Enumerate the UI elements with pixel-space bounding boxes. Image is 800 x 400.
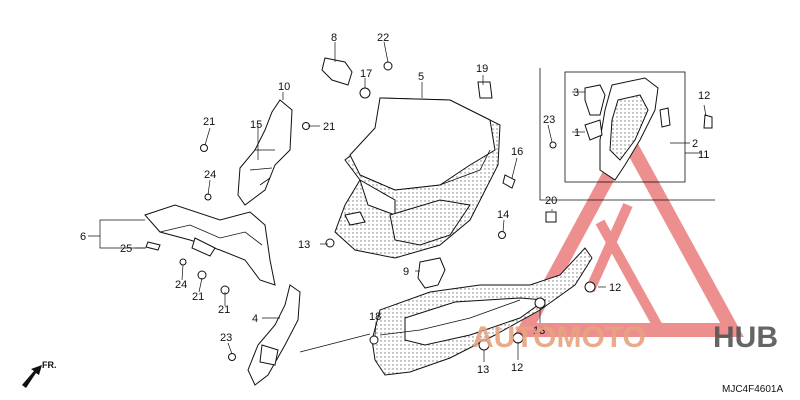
callout-13: 13 xyxy=(533,325,545,337)
callout-15: 15 xyxy=(250,119,262,131)
callout-13: 13 xyxy=(477,364,489,376)
callout-23: 23 xyxy=(220,332,232,344)
callout-22: 22 xyxy=(377,32,389,44)
callout-6: 6 xyxy=(80,231,86,243)
side-panel xyxy=(539,68,715,201)
callout-11: 11 xyxy=(698,149,709,161)
left-bracket xyxy=(237,99,293,206)
callout-12: 12 xyxy=(511,362,523,374)
leader-lines xyxy=(88,41,707,362)
upper-cowl xyxy=(334,97,501,259)
callout-2: 2 xyxy=(692,138,698,150)
watermark-word-1: AUTOMOTO xyxy=(472,321,646,354)
callout-17: 17 xyxy=(360,68,372,80)
callout-25: 25 xyxy=(120,243,132,255)
callout-24: 24 xyxy=(204,169,216,181)
callout-21: 21 xyxy=(192,291,204,303)
callout-23: 23 xyxy=(543,114,555,126)
callout-12: 12 xyxy=(609,282,621,294)
callout-8: 8 xyxy=(331,32,337,44)
callout-9: 9 xyxy=(403,266,409,278)
direction-label: FR. xyxy=(42,360,57,370)
lower-left-cowl xyxy=(144,204,276,286)
watermark-word-2: HUB xyxy=(713,321,778,354)
callout-1: 1 xyxy=(574,127,580,139)
callout-13: 13 xyxy=(298,239,310,251)
callout-21: 21 xyxy=(218,304,230,316)
callout-20: 20 xyxy=(545,195,557,207)
callout-24: 24 xyxy=(175,279,187,291)
callout-21: 21 xyxy=(323,121,335,133)
callout-14: 14 xyxy=(497,209,509,221)
callout-4: 4 xyxy=(252,313,258,325)
callout-18: 18 xyxy=(369,311,381,323)
fasteners xyxy=(145,61,713,361)
callout-19: 19 xyxy=(476,63,488,75)
callout-10: 10 xyxy=(278,81,290,93)
callout-3: 3 xyxy=(573,87,579,99)
callout-16: 16 xyxy=(511,146,523,158)
bracket-8 xyxy=(321,57,353,86)
front-direction-arrow: FR. xyxy=(22,360,57,388)
callout-21: 21 xyxy=(203,116,215,128)
callout-12: 12 xyxy=(698,90,710,102)
callout-labels: 8 22 17 5 19 10 15 21 21 24 6 25 24 21 2… xyxy=(80,32,710,376)
under-cowl xyxy=(371,247,593,376)
watermark-logo xyxy=(513,125,744,337)
bracket-9 xyxy=(417,257,446,289)
inner-lower-cowl xyxy=(247,284,301,386)
diagram-code: MJC4F4601A xyxy=(722,384,783,395)
watermark-text: AUTOMOTO HUB xyxy=(472,321,778,354)
callout-5: 5 xyxy=(418,71,424,83)
